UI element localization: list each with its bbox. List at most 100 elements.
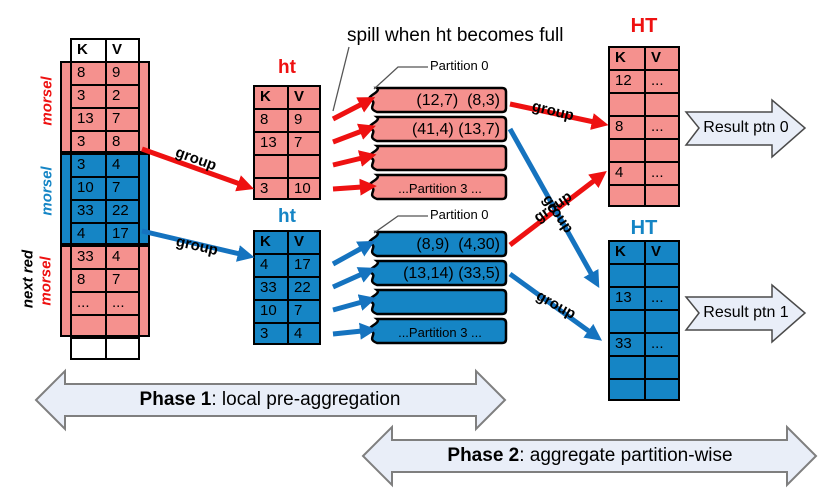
morsel-label-red-1: morsel [38,76,56,126]
ht-red-title: ht [278,57,296,78]
input-cell [105,314,140,337]
partition-box [368,288,508,316]
phase1-desc: : local pre-aggregation [211,389,401,410]
HT-blue-cell [608,378,644,401]
partition-row-text: (8,9) (4,30) [416,236,500,253]
phase1-label: Phase 1: local pre-aggregation [80,389,460,411]
spill-arrow-red-1 [331,97,376,122]
HT-red-cell [644,184,680,207]
input-cell [70,314,105,337]
HT-red-cell [608,138,644,161]
phase2-name: Phase 2 [447,445,520,466]
HT-blue-title: HT [630,217,658,239]
HT-blue-cell: 13 [608,286,644,309]
input-cell: 3 [70,130,105,153]
input-cell: 4 [105,153,140,176]
red-arrows [141,97,609,247]
ht-red-cell: 7 [287,131,321,154]
partition-row-text: (41,4) (13,7) [411,121,500,138]
input-cell: 17 [105,222,140,245]
HT-red-cell: 12 [608,69,644,92]
spill-arrow-blue-2 [331,267,376,290]
ht-red-cell [287,154,321,177]
HT-red-cell [644,138,680,161]
ht-blue-table: K V 4 17 33 22 10 7 3 4 [253,230,321,345]
input-cell: 22 [105,199,140,222]
result-ptn-0-label: Result ptn 0 [703,119,789,136]
HT-blue-cell [644,378,680,401]
input-cell: 7 [105,176,140,199]
HT-blue-cell: 33 [608,332,644,355]
spill-arrow-red-2 [332,123,376,145]
HT-red-cell: ... [644,69,680,92]
HT-red-cell [608,184,644,207]
spill-arrow-blue-4 [332,322,377,340]
HT-blue-header-k: K [608,240,644,263]
phase2-label: Phase 2: aggregate partition-wise [400,445,780,467]
HT-red-cell [644,92,680,115]
partition-row-text: (12,7) (8,3) [416,92,500,109]
input-table: K V 8 9 3 2 13 7 3 8 3 4 10 7 33 22 4 17… [70,38,140,360]
HT-blue-cell [644,309,680,332]
spill-arrow-red-4 [332,178,377,196]
input-cell: 3 [70,153,105,176]
ht-blue-header-v: V [287,230,321,253]
ht-red-cell: 3 [253,177,287,200]
HT-blue-cell: ... [644,286,680,309]
partition-row-text: ...Partition 3 ... [398,181,482,196]
input-cell: ... [70,291,105,314]
input-cell [70,337,105,360]
input-cell: 3 [70,84,105,107]
ht-red-cell [253,154,287,177]
morsel-label-red-2: morsel [37,256,55,306]
morsel-label-blue: morsel [38,166,56,216]
ht-blue-cell: 4 [253,253,287,276]
HT-blue-cell [608,263,644,286]
input-header-k: K [70,38,105,61]
HT-blue-cell: ... [644,332,680,355]
group-label: group [173,143,219,175]
ht-blue-cell: 10 [253,299,287,322]
ht-blue-cell: 3 [253,322,287,345]
phase2-desc: : aggregate partition-wise [519,445,733,466]
HT-red-table: K V 12 ... 8 ... 4 ... [608,46,680,207]
spill-arrow-blue-1 [331,240,376,267]
input-cell: 4 [70,222,105,245]
HT-blue-header-v: V [644,240,680,263]
ht-blue-cell: 17 [287,253,321,276]
HT-blue-cell [644,263,680,286]
input-cell: 8 [70,268,105,291]
input-cell: 13 [70,107,105,130]
HT-red-cell: ... [644,161,680,184]
partition-row-text: ...Partition 3 ... [398,325,482,340]
input-header-v: V [105,38,140,61]
partition0-blue-callout-line [373,215,428,234]
input-cell: 10 [70,176,105,199]
spill-arrow-blue-3 [332,294,377,313]
HT-red-cell: 4 [608,161,644,184]
input-cell: 8 [105,130,140,153]
ht-red-header-k: K [253,85,287,108]
input-cell: 4 [105,245,140,268]
input-cell: 33 [70,199,105,222]
partition0-red-callout: Partition 0 [430,58,489,73]
input-cell: 7 [105,107,140,130]
ht-blue-cell: 22 [287,276,321,299]
partition-box [368,144,508,172]
ht-red-cell: 9 [287,108,321,131]
group-label: group [174,232,220,260]
partition0-red-callout-line [373,66,428,90]
partition-row-text: (13,14) (33,5) [403,265,500,282]
HT-red-title: HT [630,15,658,37]
spill-note: spill when ht becomes full [347,25,564,46]
group-label: group [530,97,576,125]
input-cell: 9 [105,61,140,84]
input-cell: 2 [105,84,140,107]
ht-red-cell: 8 [253,108,287,131]
input-cell: ... [105,291,140,314]
ht-blue-cell: 33 [253,276,287,299]
partition0-blue-callout: Partition 0 [430,207,489,222]
ht-blue-header-k: K [253,230,287,253]
HT-blue-cell [608,355,644,378]
spill-callout-line [332,46,350,112]
